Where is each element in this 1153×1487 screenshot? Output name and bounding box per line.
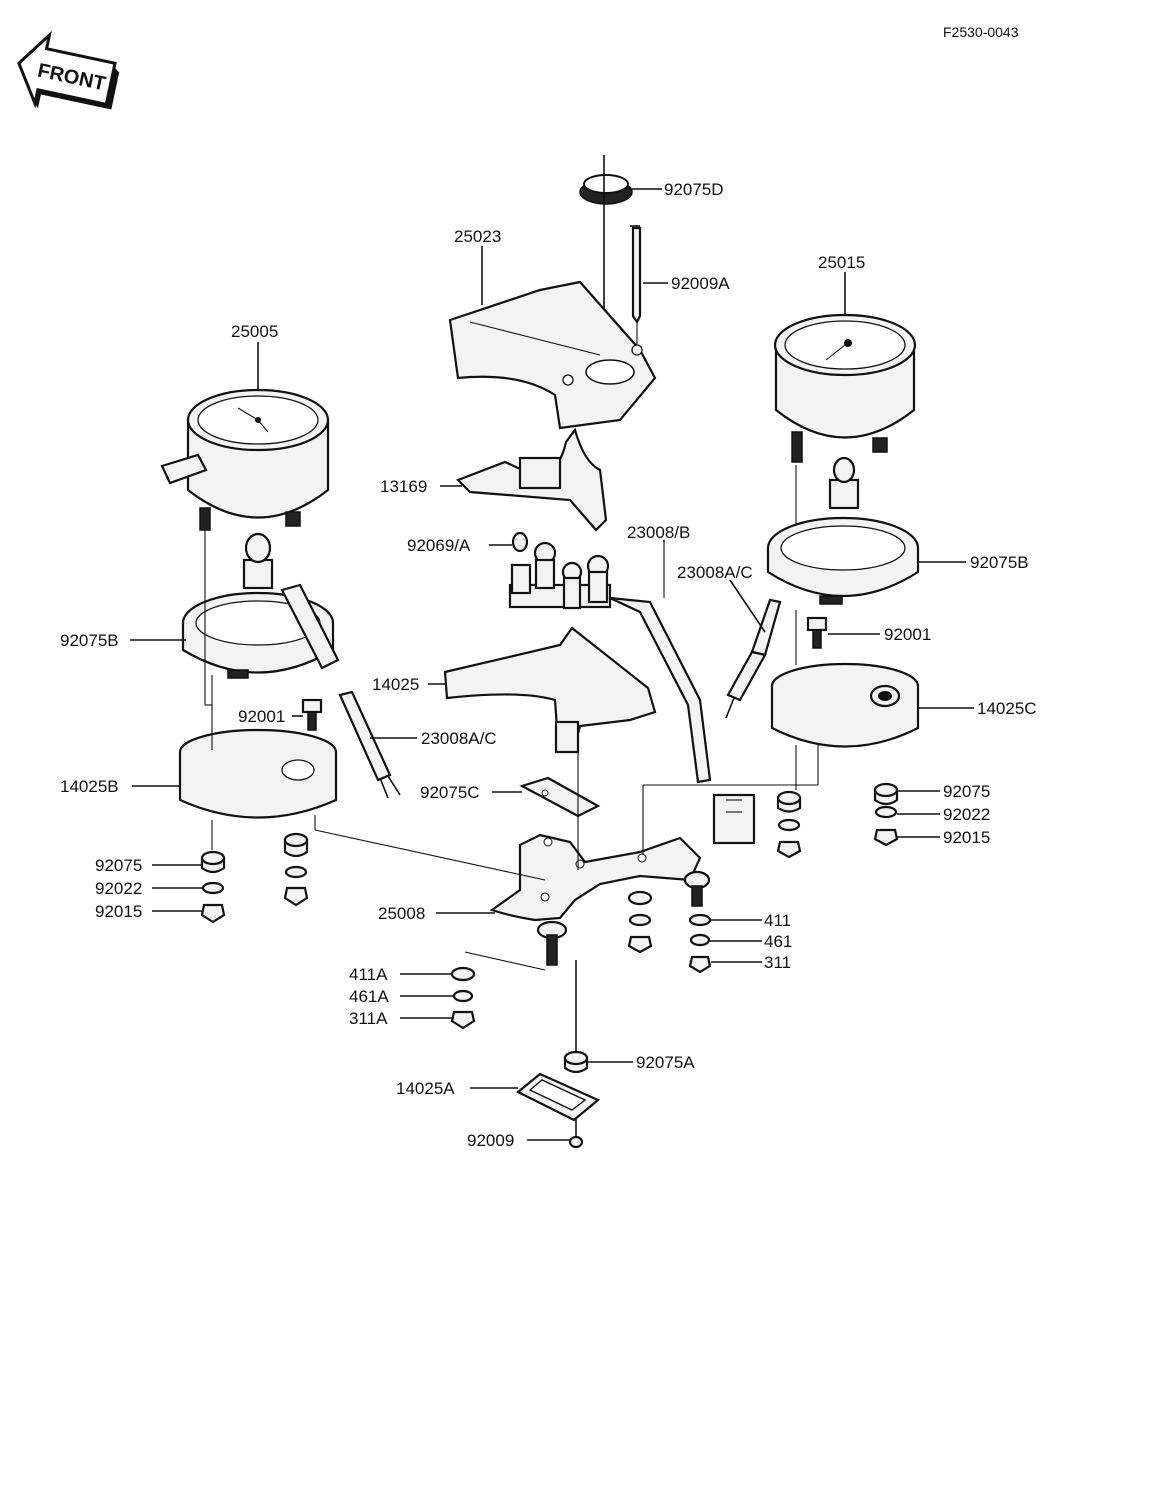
label-25005: 25005 bbox=[231, 322, 278, 341]
left-wire bbox=[338, 690, 401, 799]
grommet-92075D bbox=[579, 155, 633, 335]
right-socket-ring bbox=[766, 456, 920, 605]
label-92075B-right: 92075B bbox=[970, 553, 1029, 572]
label-92015-left: 92015 bbox=[95, 902, 142, 921]
left-bolt bbox=[301, 698, 323, 731]
base-plate-25008 bbox=[489, 833, 711, 966]
label-92022-right: 92022 bbox=[943, 805, 990, 824]
label-23008B: 23008/B bbox=[627, 523, 690, 542]
label-92001-right: 92001 bbox=[884, 625, 931, 644]
cover-25023 bbox=[448, 280, 657, 430]
label-92075C: 92075C bbox=[420, 783, 480, 802]
bulb-socket-cluster bbox=[508, 541, 612, 610]
label-92009: 92009 bbox=[467, 1131, 514, 1150]
right-small-stack bbox=[688, 913, 712, 974]
label-92009A: 92009A bbox=[671, 274, 730, 293]
left-cup bbox=[178, 728, 338, 819]
bracket-13169 bbox=[456, 427, 608, 532]
label-25008: 25008 bbox=[378, 904, 425, 923]
front-arrow-icon: FRONT bbox=[17, 30, 120, 110]
label-92075B-left: 92075B bbox=[60, 631, 119, 650]
label-23008AC-left: 23008A/C bbox=[421, 729, 497, 748]
bulb-92069A bbox=[511, 531, 529, 553]
wire-23008B bbox=[609, 540, 756, 845]
right-under-stack bbox=[776, 790, 802, 859]
label-23008AC-right: 23008A/C bbox=[677, 563, 753, 582]
label-92075D: 92075D bbox=[664, 180, 724, 199]
screw-92009A bbox=[630, 225, 642, 352]
label-311: 311 bbox=[764, 953, 791, 972]
label-411A: 411A bbox=[349, 965, 388, 984]
label-25023: 25023 bbox=[454, 227, 501, 246]
bottom-small-stack bbox=[450, 966, 476, 1030]
diagram-code: F2530-0043 bbox=[943, 24, 1019, 40]
label-13169: 13169 bbox=[380, 477, 427, 496]
leader-lines bbox=[130, 188, 974, 1141]
label-92015-right: 92015 bbox=[943, 828, 990, 847]
left-fastener-stack bbox=[200, 832, 309, 924]
label-92075-right: 92075 bbox=[943, 782, 990, 801]
label-92075-left: 92075 bbox=[95, 856, 142, 875]
label-92075A: 92075A bbox=[636, 1053, 695, 1072]
bottom-mount bbox=[515, 960, 601, 1149]
right-gauge-25015 bbox=[773, 313, 917, 463]
label-92022-left: 92022 bbox=[95, 879, 142, 898]
right-fastener-stack bbox=[873, 782, 899, 847]
label-14025A: 14025A bbox=[396, 1079, 455, 1098]
label-25015: 25015 bbox=[818, 253, 865, 272]
label-461: 461 bbox=[764, 932, 792, 951]
left-socket-ring bbox=[181, 532, 340, 679]
cup-14025 bbox=[443, 626, 657, 754]
right-cup bbox=[770, 662, 920, 748]
left-gauge-25005 bbox=[160, 388, 330, 531]
right-wire bbox=[725, 598, 782, 719]
label-14025C: 14025C bbox=[977, 699, 1037, 718]
label-411: 411 bbox=[764, 911, 791, 930]
callout-labels: 25005 25023 92075D 92009A 25015 13169 92… bbox=[60, 180, 1037, 1150]
plate-92075C bbox=[519, 776, 601, 818]
label-14025B: 14025B bbox=[60, 777, 119, 796]
label-92069A: 92069/A bbox=[407, 536, 471, 555]
label-92001-left: 92001 bbox=[238, 707, 285, 726]
center-fastener-stack bbox=[627, 890, 653, 954]
label-311A: 311A bbox=[349, 1009, 388, 1028]
label-461A: 461A bbox=[349, 987, 389, 1006]
label-14025: 14025 bbox=[372, 675, 419, 694]
right-bolt bbox=[806, 616, 828, 649]
assembly-lines bbox=[204, 465, 819, 971]
